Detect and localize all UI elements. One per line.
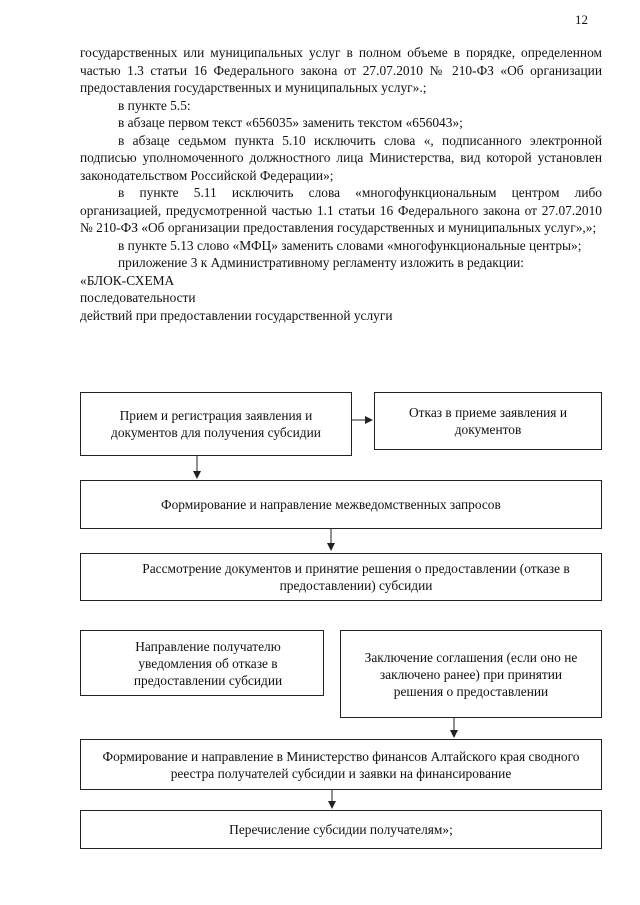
flow-box-refusal-notice: Направление получателю уведомления об от…	[80, 630, 324, 696]
paragraph-item: в абзаце седьмом пункта 5.10 исключить с…	[80, 132, 602, 183]
paragraph-item: приложение 3 к Административному регламе…	[118, 255, 524, 270]
scheme-title-line3: действий при предоставлении государствен…	[80, 307, 393, 323]
flow-box-reception: Прием и регистрация заявления и документ…	[80, 392, 352, 456]
flow-box-payment: Перечисление субсидии получателям»;	[80, 810, 602, 849]
flow-box-registry: Формирование и направление в Министерств…	[80, 739, 602, 790]
flow-box-interagency-requests: Формирование и направление межведомствен…	[80, 480, 602, 529]
scheme-title-line1: «БЛОК-СХЕМА	[80, 272, 175, 288]
paragraph-item: в пункте 5.11 исключить слова «многофунк…	[80, 185, 602, 235]
flow-box-agreement: Заключение соглашения (если оно не заклю…	[340, 630, 602, 718]
paragraph-item: в абзаце первом текст «656035» заменить …	[118, 115, 463, 130]
paragraph-item: в пункте 5.5:	[118, 97, 191, 113]
paragraph-item: в пункте 5.13 слово «МФЦ» заменить слова…	[118, 237, 582, 253]
scheme-title-line2: последовательности	[80, 290, 196, 305]
flow-box-refusal-reception: Отказ в приеме заявления и документов	[374, 392, 602, 450]
document-body: государственных или муниципальных услуг …	[80, 44, 602, 324]
paragraph-continuation: государственных или муниципальных услуг …	[80, 45, 602, 95]
flow-box-review-decision: Рассмотрение документов и принятие решен…	[80, 553, 602, 601]
page-number: 12	[575, 12, 588, 27]
